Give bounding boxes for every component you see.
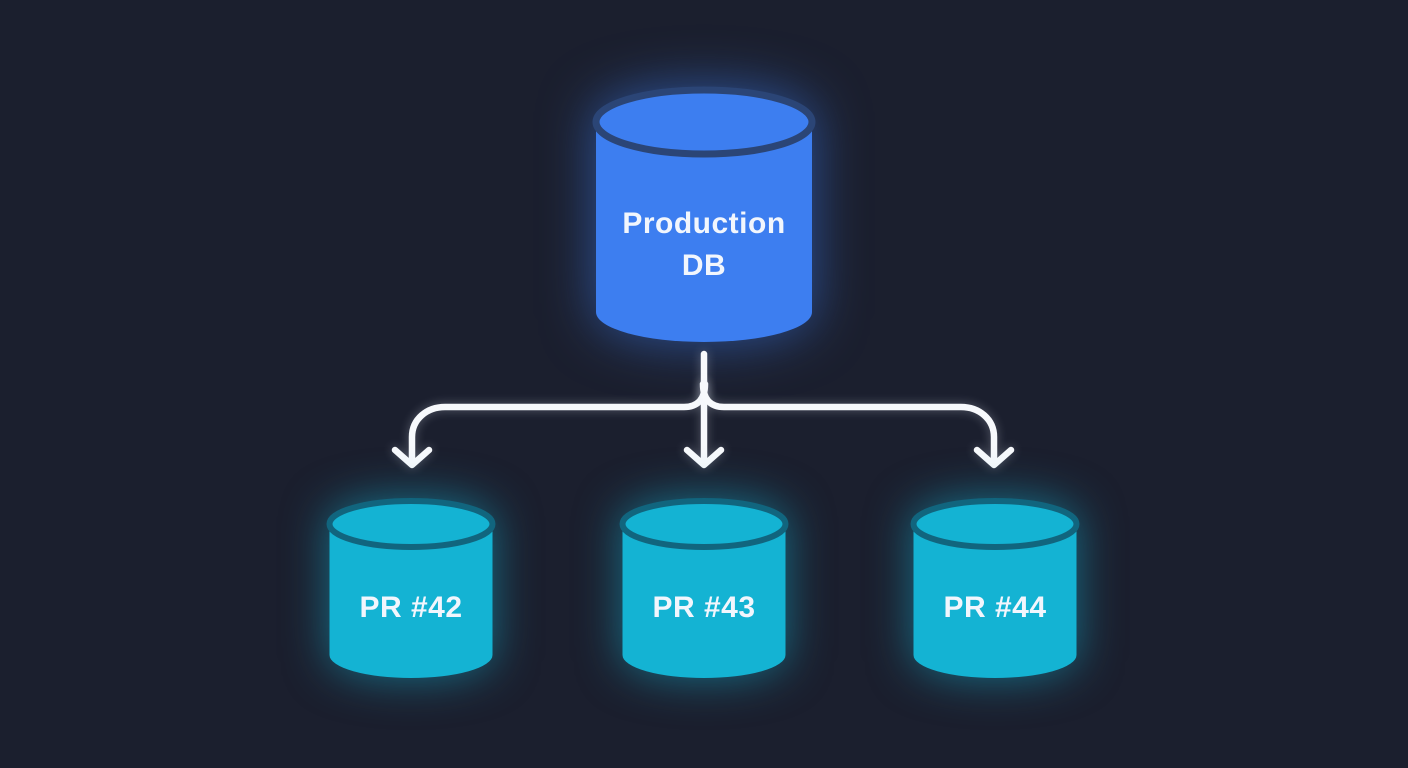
- pr-43-cylinder-top: [619, 498, 789, 550]
- arrow-right-head-icon: [973, 446, 1015, 469]
- branch-arrows: [391, 350, 1015, 469]
- pr-44-cylinder-top: [910, 498, 1080, 550]
- arrow-left: [408, 380, 709, 462]
- pr-43-label: PR #43: [652, 591, 756, 624]
- pr-44-cylinder: [910, 498, 1080, 678]
- production-db-cylinder-top: [592, 86, 816, 158]
- production-db-cylinder-body: [596, 122, 812, 342]
- arrow-middle-head-icon: [683, 446, 725, 469]
- production-db-label: Production DB: [596, 203, 812, 287]
- production-db-label-line1: Production: [622, 207, 786, 240]
- pr-42-cylinder-body: [329, 524, 493, 678]
- pr-43-cylinder: [619, 498, 789, 678]
- pr-44-label: PR #44: [943, 591, 1047, 624]
- pr-42-cylinder-top: [326, 498, 496, 550]
- production-db-cylinder: [592, 86, 816, 342]
- arrow-right: [699, 380, 998, 462]
- pr-44-cylinder-body: [913, 524, 1077, 678]
- production-db-label-line2: DB: [681, 249, 727, 282]
- arrow-left-head-icon: [391, 446, 433, 469]
- pr-43-cylinder-body: [622, 524, 786, 678]
- pr-42-label: PR #42: [359, 591, 463, 624]
- pr-42-cylinder: [326, 498, 496, 678]
